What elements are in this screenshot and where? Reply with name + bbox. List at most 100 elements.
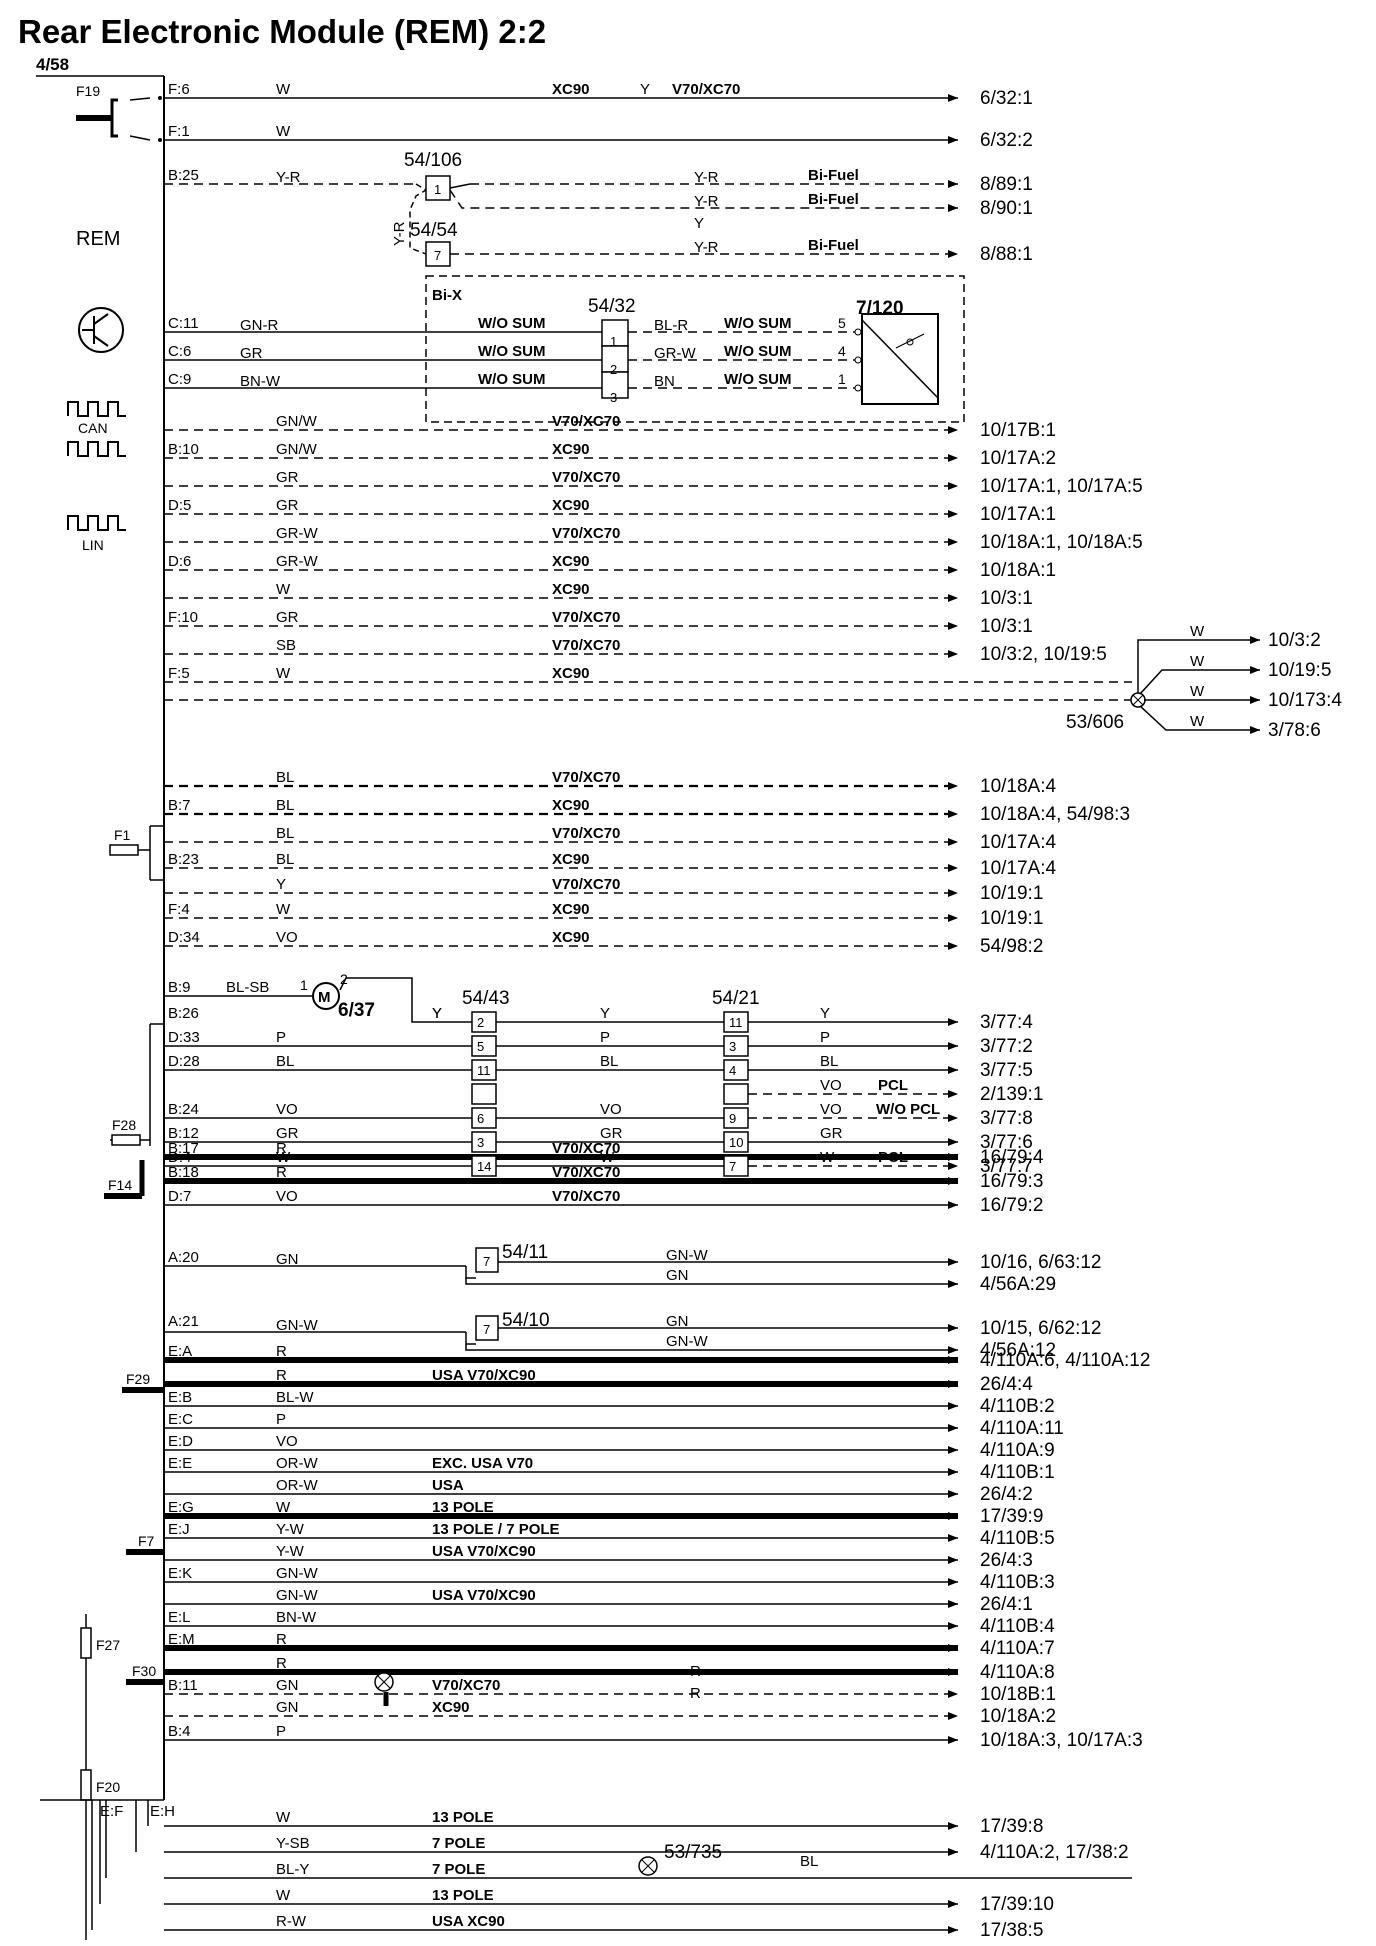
- wire-destination: 10/17A:1, 10/17A:5: [980, 476, 1143, 497]
- wire-destination: 54/98:2: [980, 936, 1043, 957]
- splice-53-735-color: BL: [800, 1853, 818, 1870]
- wire-variant: XC90: [432, 1699, 470, 1716]
- wire-color: W: [276, 1887, 291, 1904]
- bank-color-2: W: [600, 1149, 615, 1166]
- wire-color: GR-W: [276, 525, 318, 542]
- bank-color-2: VO: [600, 1101, 622, 1118]
- wire-variant: XC90: [552, 581, 590, 598]
- wire-pin: F:10: [168, 609, 198, 626]
- motor-pin-a: 1: [300, 977, 308, 993]
- bifuel-color-mid: Y: [694, 215, 704, 232]
- wire-variant: V70/XC70: [432, 1677, 500, 1694]
- splice-53-606-ref: 53/606: [1066, 712, 1124, 733]
- conn-54-106-pin: 1: [434, 182, 441, 197]
- wire-color: R-W: [276, 1913, 307, 1930]
- bank-right-pin: 11: [729, 1015, 743, 1030]
- conn-54-21: 54/21: [712, 988, 760, 1009]
- f1-fuse-icon: [109, 825, 164, 881]
- wire-pin: D:7: [168, 1188, 191, 1205]
- motor-symbol: M: [318, 989, 331, 1006]
- wire-pin: D:5: [168, 497, 191, 514]
- pin-eh: E:H: [150, 1803, 175, 1820]
- wire-variant: XC90: [552, 665, 590, 682]
- splice-53-606: [164, 636, 1260, 734]
- dest-8-90-1: 8/90:1: [980, 198, 1033, 219]
- bank-destination: 3/77:4: [980, 1012, 1033, 1033]
- bank-color-2: GR: [600, 1125, 623, 1142]
- wire-color-2: Y: [640, 81, 650, 98]
- bank-left-pin: 6: [477, 1111, 484, 1126]
- bix-pin: C:6: [168, 343, 191, 360]
- bank-color-2: Y: [600, 1005, 610, 1022]
- bix-conn-pin: 3: [610, 390, 617, 405]
- wire-variant: V70/XC70: [552, 825, 620, 842]
- wire-pin: F:4: [168, 901, 190, 918]
- bix-conn-pin: 1: [610, 334, 617, 349]
- c54-11-color-b: GN: [666, 1267, 689, 1284]
- bank-variant: PCL: [878, 1077, 908, 1094]
- wire-color: OR-W: [276, 1477, 318, 1494]
- wire-color: BL-W: [276, 1389, 314, 1406]
- bifuel-variant-1: Bi-Fuel: [808, 167, 859, 184]
- wire-destination: 10/17A:2: [980, 448, 1056, 469]
- wire-color: P: [276, 1411, 286, 1428]
- wire-color: GR-W: [276, 553, 318, 570]
- wire-destination: 17/39:8: [980, 1816, 1043, 1837]
- wire-pin: E:D: [168, 1433, 193, 1450]
- bank-color-2: P: [600, 1029, 610, 1046]
- bank-pin: D:28: [168, 1053, 200, 1070]
- bix-variant-right: W/O SUM: [724, 371, 792, 388]
- wire-pin: E:L: [168, 1609, 191, 1626]
- pin-ef: E:F: [100, 1803, 123, 1820]
- wire-color: R: [276, 1343, 287, 1360]
- bank-color-3: W: [820, 1149, 835, 1166]
- bix-variant-right: W/O SUM: [724, 315, 792, 332]
- wire-variant: V70/XC70: [552, 1140, 620, 1157]
- wire-destination: 6/32:1: [980, 88, 1033, 109]
- fuse-f1: F1: [114, 827, 131, 843]
- bifuel-color-out2: Y-R: [694, 193, 719, 210]
- splice-606-color-4: W: [1190, 713, 1205, 730]
- page-title: Rear Electronic Module (REM) 2:2: [18, 13, 546, 50]
- wire-destination: 10/18A:1, 10/18A:5: [980, 532, 1143, 553]
- em-color-r2: R: [690, 1685, 701, 1702]
- wire-color: R: [276, 1164, 287, 1181]
- bank-right-pin: 3: [729, 1039, 736, 1054]
- fuse-f20: F20: [96, 1779, 120, 1795]
- wire-variant: USA V70/XC90: [432, 1543, 536, 1560]
- wire-pin: E:A: [168, 1343, 192, 1360]
- wire-pin: F:6: [168, 81, 190, 98]
- bix-pin: C:11: [168, 315, 199, 332]
- wire-color: BL: [276, 825, 294, 842]
- dest-10-15: 10/15, 6/62:12: [980, 1318, 1102, 1339]
- wire-pin: F:5: [168, 665, 190, 682]
- wire-color: OR-W: [276, 1455, 318, 1472]
- bix-color-left: BN-W: [240, 373, 281, 390]
- wire-destination: 26/4:4: [980, 1374, 1033, 1395]
- dest-10-173-4: 10/173:4: [1268, 690, 1342, 711]
- wire-destination: 4/110A:9: [980, 1440, 1055, 1461]
- wire-destination: 4/110A:6, 4/110A:12: [980, 1350, 1150, 1371]
- c54-10-pin: 7: [483, 1322, 490, 1337]
- wire-variant: 13 POLE / 7 POLE: [432, 1521, 560, 1538]
- bank-left-pin: 3: [477, 1135, 484, 1150]
- wire-variant: USA: [432, 1477, 464, 1494]
